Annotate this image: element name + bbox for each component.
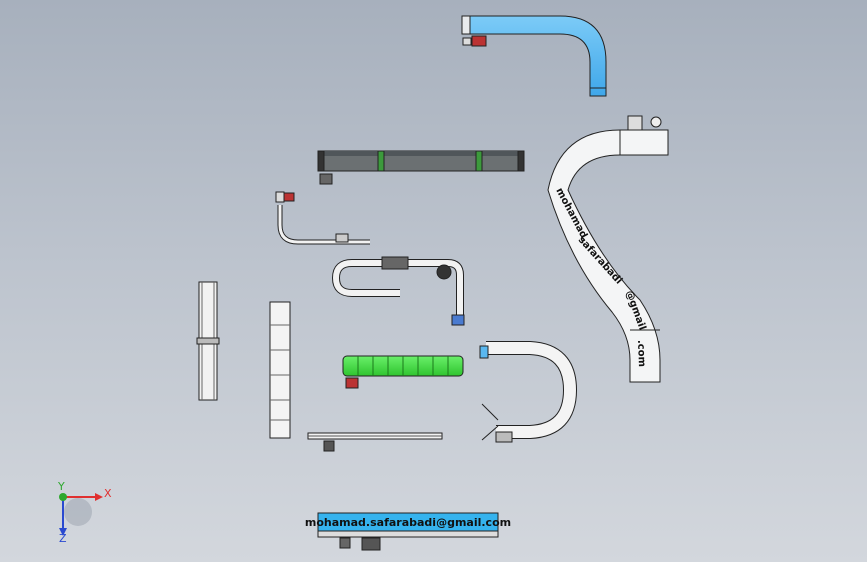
vertical-slat-conveyor[interactable] [269, 301, 291, 439]
motor-icon [339, 537, 351, 549]
blue-curved-conveyor[interactable] [461, 15, 607, 97]
s-curve-conveyor[interactable]: mohamad. safarabadi @gmail .com [547, 115, 669, 383]
hook-conveyor[interactable] [275, 191, 370, 245]
c-curve-conveyor[interactable] [479, 341, 578, 443]
motor-icon [451, 314, 465, 326]
y-axis-icon [59, 493, 67, 501]
motor-icon [319, 173, 333, 185]
axis-triad[interactable]: X Y Z [57, 480, 112, 545]
banner-label: mohamad.safarabadi@gmail.com [305, 516, 511, 529]
z-axis-label: Z [59, 532, 67, 545]
motor-icon [495, 431, 513, 443]
motor-icon [323, 440, 335, 452]
vertical-roller-conveyor-left[interactable] [196, 281, 220, 401]
y-axis-label: Y [57, 480, 65, 493]
u-turn-conveyor[interactable] [331, 256, 465, 326]
motor-icon [471, 35, 487, 47]
green-slat-conveyor[interactable] [342, 355, 464, 389]
dark-belt-conveyor[interactable] [317, 150, 525, 185]
motor-icon [283, 192, 295, 202]
s-curve-label-4: .com [635, 340, 647, 367]
banner-conveyor[interactable]: mohamad.safarabadi@gmail.com [305, 512, 511, 551]
x-axis-label: X [104, 487, 112, 500]
motor-icon [345, 377, 359, 389]
flat-belt-conveyor[interactable] [307, 432, 443, 452]
